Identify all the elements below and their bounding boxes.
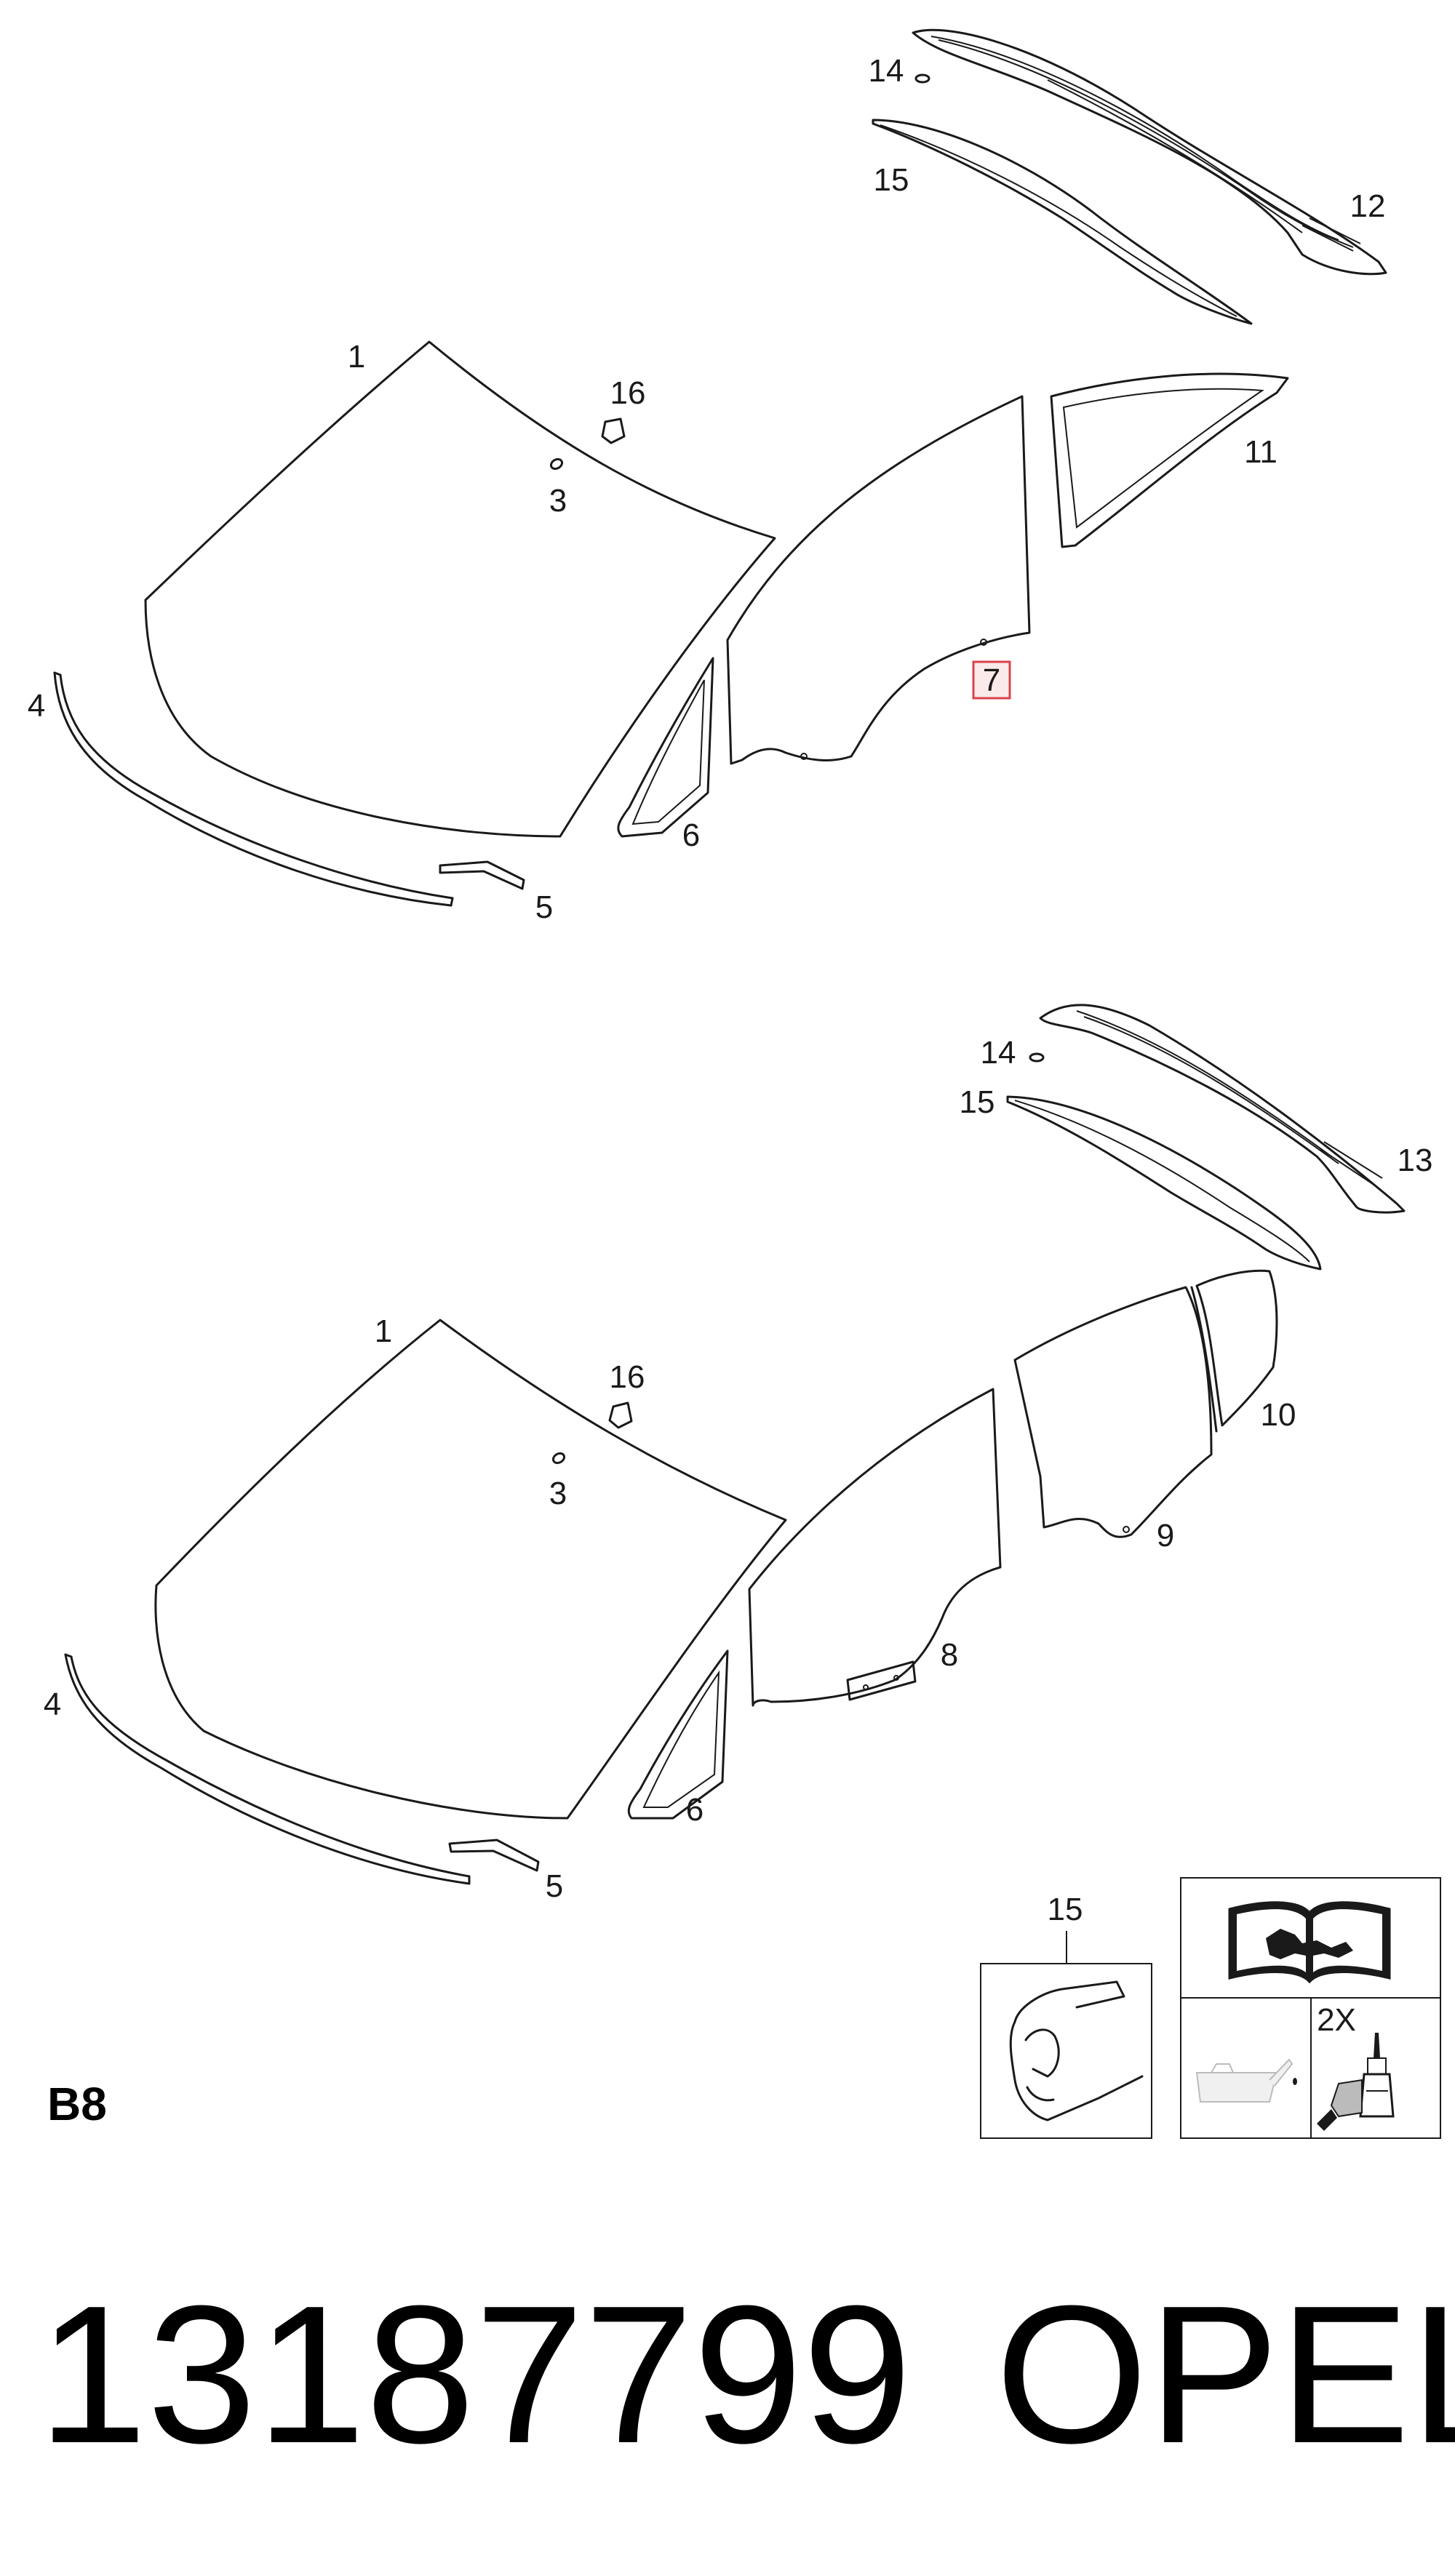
callout-windshield: 1: [375, 1313, 392, 1349]
windshield: [154, 1319, 787, 1820]
rear-stud: [1029, 1052, 1045, 1063]
callout-mirror-pad: 16: [610, 1359, 645, 1395]
brand-name: OPEL: [995, 2265, 1455, 2484]
callout-seal-detail: 15: [1048, 1892, 1083, 1927]
callout-molding-clip: 5: [535, 889, 553, 925]
seal-detail-box: [980, 1963, 1152, 2139]
seal-profile-icon: [1009, 1980, 1144, 2121]
molding-clip: [439, 860, 525, 890]
callout-front-door-glass: 7: [983, 663, 1000, 698]
callout-rear-quarter-glass: 11: [1244, 434, 1277, 470]
callout-rear-window: 12: [1350, 188, 1386, 224]
adhesive-cartridge-icon: [1317, 2033, 1395, 2131]
callout-rear-door-glass: 9: [1157, 1518, 1174, 1553]
callout-rear-stud: 14: [869, 53, 904, 89]
callout-molding-clip: 5: [546, 1868, 563, 1904]
front-door-glass: [726, 395, 1031, 765]
callout-rear-seal: 15: [960, 1084, 995, 1120]
oil-can-icon: [1195, 2058, 1297, 2103]
rear-quarter-glass: [1050, 372, 1289, 548]
callout-windshield: 1: [348, 339, 365, 375]
repair-manual-icon: [1228, 1901, 1391, 1984]
callout-front-door-glass: 8: [941, 1637, 958, 1673]
callout-sensor-mount: 3: [549, 1476, 567, 1511]
part-number: 13187799: [38, 2265, 912, 2484]
rear-seal: [872, 119, 1253, 325]
rear-seal: [1006, 1095, 1322, 1271]
rear-window-coupe: [912, 28, 1387, 276]
sensor-mount: [549, 457, 564, 471]
rear-window-sedan: [1039, 1004, 1406, 1214]
callout-sensor-mount: 3: [549, 483, 567, 519]
seal-detail: 15: [980, 1892, 1152, 2139]
rear-door-glass: [1013, 1286, 1213, 1538]
bottom-assembly: 14 15 13 1 16 3 10 9 8 4 6 5: [44, 1004, 1433, 1904]
front-door-glass: [748, 1388, 1002, 1707]
sensor-mount: [551, 1452, 566, 1465]
callout-quarter-vent: 6: [682, 817, 700, 853]
windshield: [144, 340, 776, 838]
quantity-label: 2X: [1317, 2002, 1356, 2038]
rear-stud: [914, 73, 930, 84]
highlight-box: [972, 660, 1011, 700]
callout-rear-stud: 14: [981, 1035, 1016, 1071]
mirror-pad: [608, 1401, 633, 1429]
callout-mirror-pad: 16: [610, 375, 646, 411]
section-label: B8: [47, 2078, 107, 2130]
callout-windshield-molding: 4: [28, 688, 45, 724]
callout-quarter-vent: 6: [686, 1792, 703, 1828]
windshield-molding: [64, 1653, 471, 1885]
callout-rear-seal: 15: [874, 162, 909, 198]
top-assembly: 14 15 12 1 16 3 11 7 4 6 5: [28, 28, 1387, 925]
quarter-vent-glass: [627, 1649, 729, 1820]
callout-rear-window: 13: [1398, 1143, 1433, 1178]
callout-windshield-molding: 4: [44, 1687, 61, 1722]
mirror-pad: [601, 417, 626, 444]
callout-rear-fixed-glass: 10: [1261, 1397, 1296, 1433]
service-box: 2X: [1180, 1877, 1441, 2139]
rear-fixed-glass: [1190, 1269, 1278, 1433]
quarter-vent-glass: [617, 657, 714, 838]
molding-clip: [448, 1839, 540, 1872]
windshield-molding: [53, 671, 454, 907]
